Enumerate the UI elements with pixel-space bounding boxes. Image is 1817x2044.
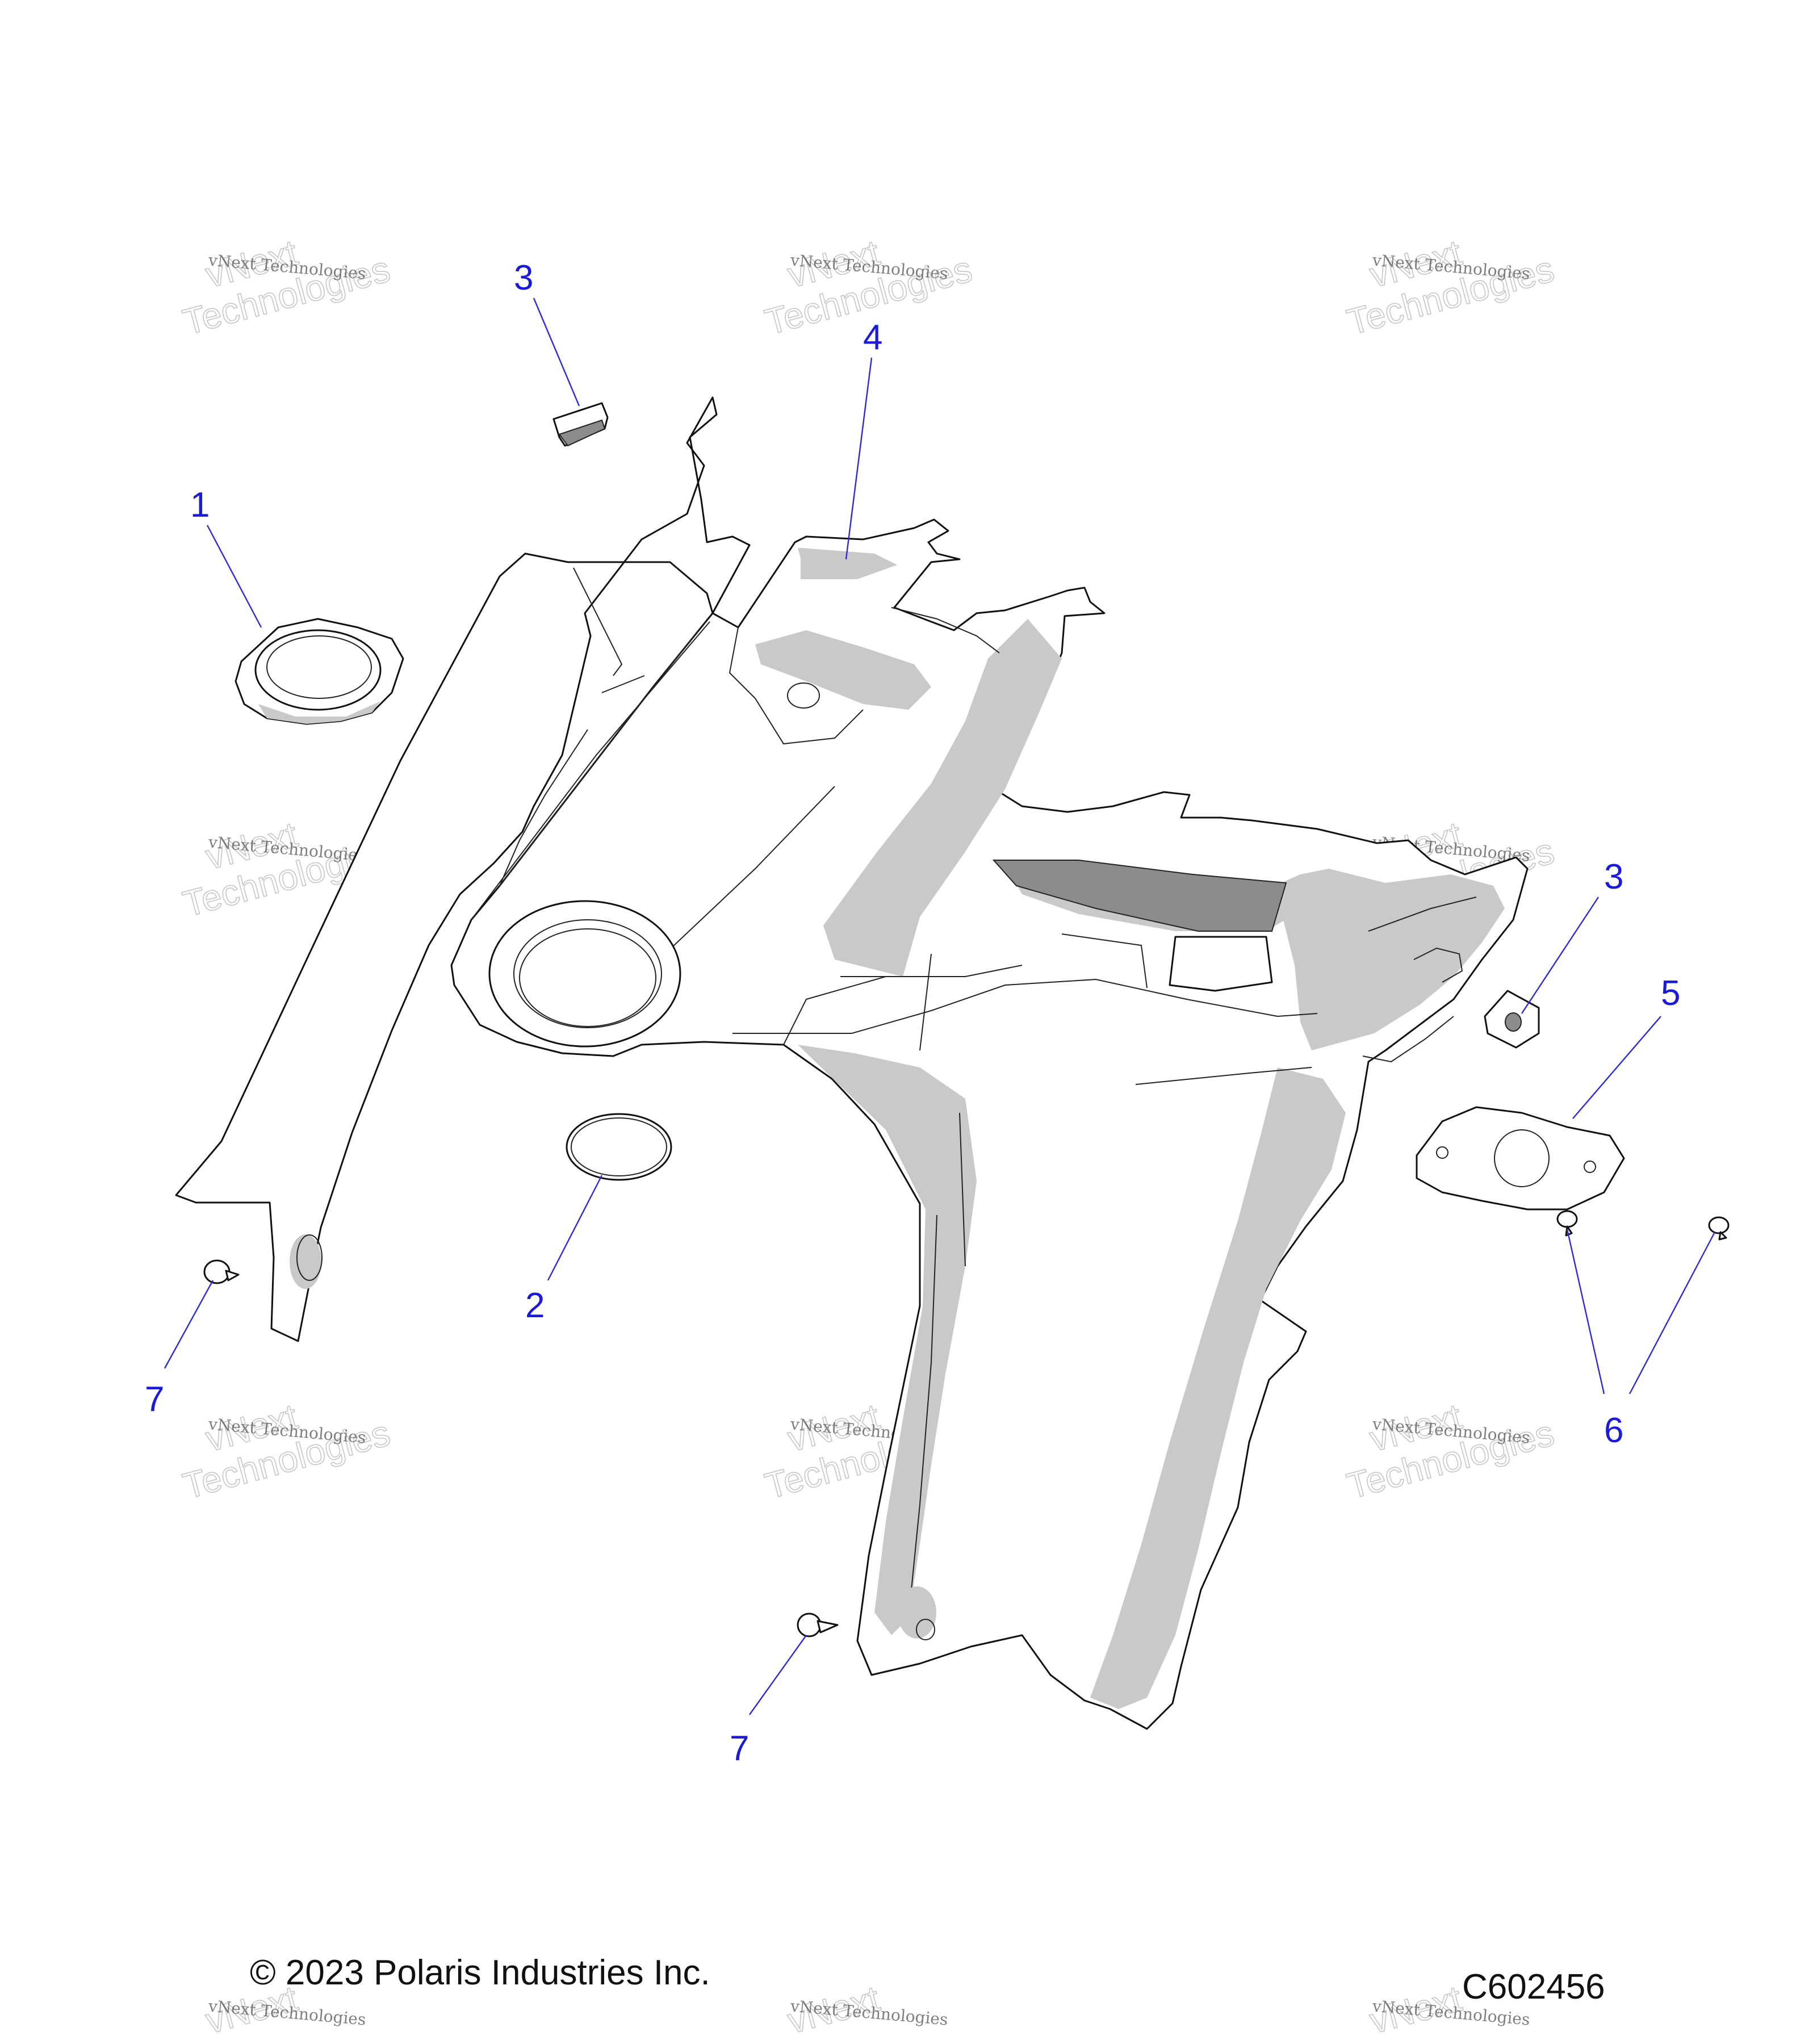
watermark: vNext Technologies vNext Technologies xyxy=(1342,232,1559,344)
watermark: vNext Technologies vNext Technologies xyxy=(178,232,395,344)
callout-5: 5 xyxy=(1661,974,1680,1013)
body-shading xyxy=(1275,869,1505,1050)
part-4-seal-strip xyxy=(801,548,897,579)
diagram-code: C602456 xyxy=(1462,1967,1605,2007)
callout-3b: 3 xyxy=(1604,857,1623,897)
hood-ring-outer xyxy=(488,900,681,1048)
callout-4: 4 xyxy=(863,318,882,357)
callout-7b: 7 xyxy=(730,1729,749,1768)
callout-7a: 7 xyxy=(145,1380,164,1419)
part-7-rivet-center xyxy=(797,1612,839,1637)
callout-1: 1 xyxy=(190,485,210,525)
center-hood-panel xyxy=(450,518,1529,1730)
callout-labels: 1 2 3 3 4 5 6 7 7 xyxy=(145,258,1680,1768)
part-3-clip-right xyxy=(1484,990,1540,1049)
panel-contours xyxy=(471,567,1477,1619)
part-5-gasket xyxy=(1416,1106,1625,1211)
part-1-grommet xyxy=(235,618,404,725)
panel-cutout xyxy=(1169,936,1273,992)
leader-3a xyxy=(533,298,580,407)
copyright-notice: © 2023 Polaris Industries Inc. xyxy=(250,1953,710,1992)
leader-7b xyxy=(749,1635,807,1715)
clip-slot xyxy=(787,682,820,709)
mount-hole-center-edge xyxy=(916,1619,935,1640)
watermark: vNext Technologies vNext Technologies xyxy=(178,1396,395,1507)
vent-recess xyxy=(992,860,1287,932)
leader-2 xyxy=(547,1175,603,1281)
leader-4 xyxy=(845,357,873,560)
hood-ring-inner xyxy=(513,919,662,1028)
watermark: vNext Technologies vNext Technologies xyxy=(1342,1396,1559,1507)
callout-6: 6 xyxy=(1604,1411,1623,1450)
watermark: vNext vNext Technologies xyxy=(783,1978,949,2042)
mount-hole-left xyxy=(290,1234,321,1289)
callout-2: 2 xyxy=(525,1286,545,1325)
leader-6b xyxy=(1628,1232,1716,1394)
part-3-clip-top xyxy=(552,402,609,447)
leader-1 xyxy=(206,525,262,628)
body-shading xyxy=(823,619,1062,977)
body-panel xyxy=(175,396,1529,1730)
leader-6a xyxy=(1566,1229,1605,1394)
leader-7a xyxy=(164,1280,214,1369)
leader-lines xyxy=(164,298,1716,1715)
hood-ring-inner2 xyxy=(519,928,656,1027)
leader-5 xyxy=(1572,1016,1661,1119)
leader-3b xyxy=(1521,897,1600,1014)
body-shading xyxy=(798,1045,977,1635)
body-shading xyxy=(1090,1067,1346,1709)
part-2-seal-ring xyxy=(566,1113,672,1181)
part-7-rivet-left xyxy=(203,1259,240,1284)
part-6-screw-right xyxy=(1708,1216,1730,1241)
body-shading xyxy=(755,630,931,710)
callout-3a: 3 xyxy=(514,258,533,298)
mount-hole-center xyxy=(898,1586,936,1639)
mount-hole-left-edge xyxy=(296,1234,323,1281)
